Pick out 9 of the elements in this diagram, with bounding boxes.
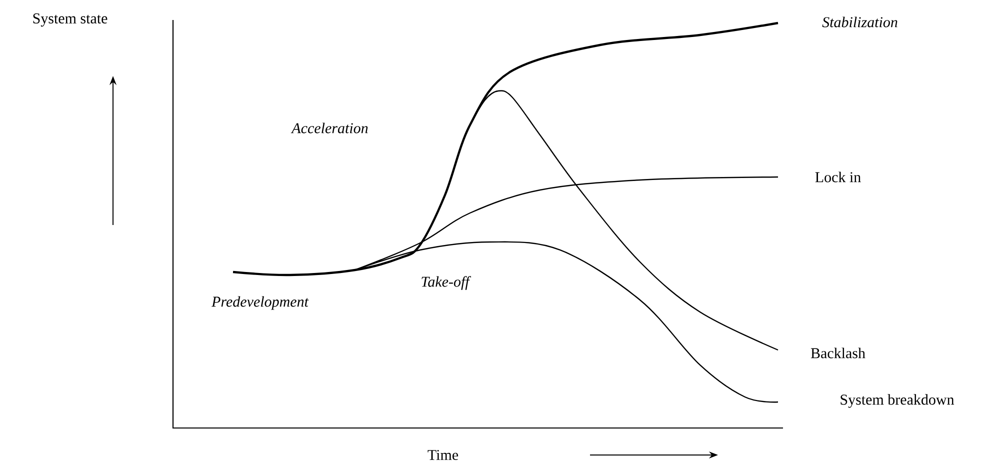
curve-label: System state	[33, 13, 108, 27]
curve-label: Lock in	[815, 172, 861, 182]
curve-label: Take-off	[422, 276, 472, 290]
curve-label: Backlash	[810, 348, 866, 358]
curve-label: Predevelopment	[211, 296, 309, 310]
curve-label: Time	[428, 450, 458, 460]
curve-label: Stabilization	[822, 16, 898, 28]
curve-label: System breakdown	[840, 394, 954, 408]
curve-label: Acceleration	[290, 122, 368, 134]
